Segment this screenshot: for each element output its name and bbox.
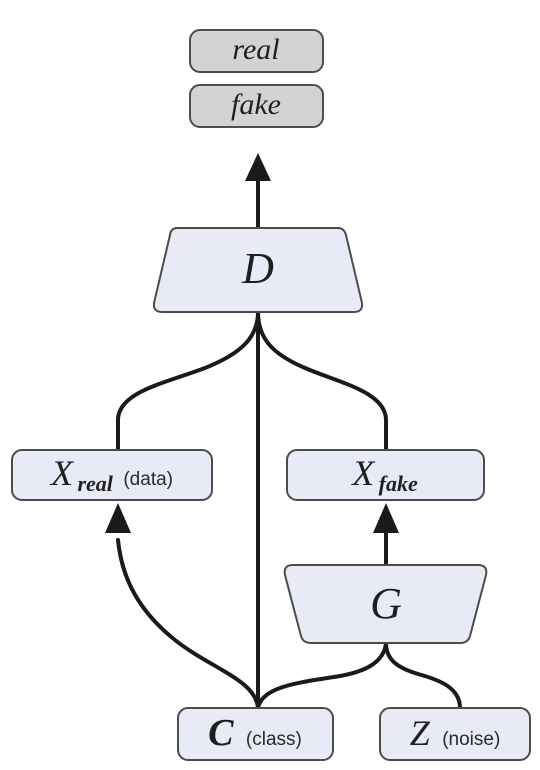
discriminator-node: D bbox=[152, 227, 364, 313]
edge-noise-to-g bbox=[384, 641, 462, 710]
edges bbox=[105, 153, 462, 710]
noise-note: (noise) bbox=[442, 729, 500, 750]
arrowhead-xreal bbox=[105, 503, 131, 533]
edge-class-to-g bbox=[256, 641, 388, 710]
class-input-text: C (class) bbox=[208, 712, 302, 754]
arrowhead-xfake bbox=[373, 503, 399, 533]
output-real-label: real bbox=[232, 33, 279, 66]
x-real-text: X real (data) bbox=[49, 453, 173, 496]
class-note: (class) bbox=[246, 729, 302, 750]
class-symbol: C bbox=[208, 712, 234, 754]
x-real-note: (data) bbox=[123, 469, 173, 490]
x-real-symbol: X bbox=[49, 453, 75, 493]
output-fake-box: fake bbox=[189, 84, 324, 128]
discriminator-label: D bbox=[241, 244, 274, 293]
x-real-node: X real (data) bbox=[11, 449, 213, 501]
edge-xfake-to-d bbox=[256, 310, 388, 452]
class-input-node: C (class) bbox=[177, 707, 334, 761]
edge-class-to-xreal bbox=[116, 538, 260, 710]
generator-node: G bbox=[283, 564, 488, 644]
noise-symbol: Z bbox=[410, 713, 431, 753]
generator-label: G bbox=[370, 579, 402, 628]
noise-input-text: Z (noise) bbox=[410, 713, 501, 753]
output-real-box: real bbox=[189, 29, 324, 73]
x-real-subscript: real bbox=[77, 471, 113, 496]
x-fake-node: X fake bbox=[286, 449, 485, 501]
x-fake-text: X fake bbox=[350, 453, 418, 496]
noise-input-node: Z (noise) bbox=[379, 707, 531, 761]
edge-xreal-to-d bbox=[116, 310, 260, 452]
arrowhead-output bbox=[245, 153, 271, 181]
x-fake-subscript: fake bbox=[379, 471, 418, 496]
x-fake-symbol: X bbox=[350, 453, 376, 493]
output-fake-label: fake bbox=[231, 88, 281, 121]
